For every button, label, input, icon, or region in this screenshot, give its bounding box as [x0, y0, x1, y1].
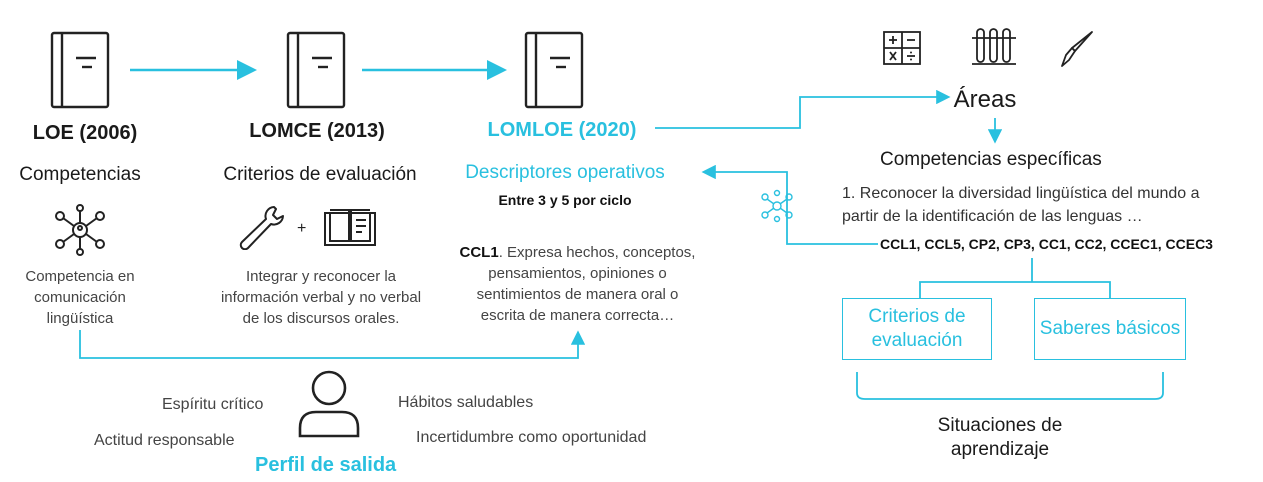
- open-book-icon: [324, 209, 376, 246]
- law-name-lomce: LOMCE (2013): [249, 120, 385, 142]
- arrow-lomloe-areas: [655, 89, 951, 129]
- book-icon: [286, 31, 346, 109]
- loe-description: Competencia en comunicación lingüística: [25, 268, 135, 327]
- trait-habitos-saludables: Hábitos saludables: [398, 394, 534, 411]
- perfil-salida-title: Perfil de salida: [255, 454, 397, 476]
- line-split-boxes: [919, 281, 1111, 298]
- situaciones-aprendizaje: Situaciones de aprendizaje: [937, 415, 1063, 460]
- heading-criterios: Criterios de evaluación: [223, 164, 417, 185]
- person-icon: [298, 370, 360, 438]
- areas-title: Áreas: [953, 86, 1017, 113]
- wrench-icon: [239, 206, 284, 250]
- trait-incertidumbre: Incertidumbre como oportunidad: [416, 429, 647, 446]
- test-tubes-icon: [972, 28, 1016, 65]
- competencias-especificas-heading: Competencias específicas: [880, 149, 1102, 170]
- competencias-especificas-text: 1. Reconocer la diversidad lingüística d…: [842, 185, 1200, 225]
- law-name-loe: LOE (2006): [32, 122, 138, 144]
- paintbrush-icon: [1061, 31, 1093, 67]
- arrow-codes-descriptors: [701, 164, 878, 245]
- calculator-icon: [883, 31, 921, 65]
- lomce-description: Integrar y reconocer la información verb…: [220, 268, 422, 327]
- book-icon: [50, 31, 110, 109]
- saberes-basicos-box: Saberes básicos: [1034, 298, 1186, 360]
- ccl1-code: CCL1: [459, 244, 499, 261]
- competence-codes: CCL1, CCL5, CP2, CP3, CC1, CC2, CCEC1, C…: [880, 236, 1213, 252]
- law-name-lomloe: LOMLOE (2020): [487, 119, 637, 141]
- network-icon: [55, 204, 105, 256]
- lomloe-description: CCL1. Expresa hechos, conceptos, pensami…: [459, 244, 696, 324]
- descriptores-subheading: Entre 3 y 5 por ciclo: [498, 192, 632, 208]
- heading-competencias: Competencias: [19, 164, 141, 185]
- arrow-loe-lomloe-bottom: [79, 330, 586, 359]
- trait-espiritu-critico: Espíritu crítico: [162, 396, 264, 413]
- plus-sign: +: [297, 220, 307, 237]
- network-icon: [761, 189, 793, 223]
- heading-descriptores: Descriptores operativos: [465, 162, 665, 183]
- criterios-evaluacion-box: Criterios de evaluación: [842, 298, 992, 360]
- trait-actitud-responsable: Actitud responsable: [94, 432, 235, 449]
- book-icon: [524, 31, 584, 109]
- bracket-situations: [856, 372, 1164, 400]
